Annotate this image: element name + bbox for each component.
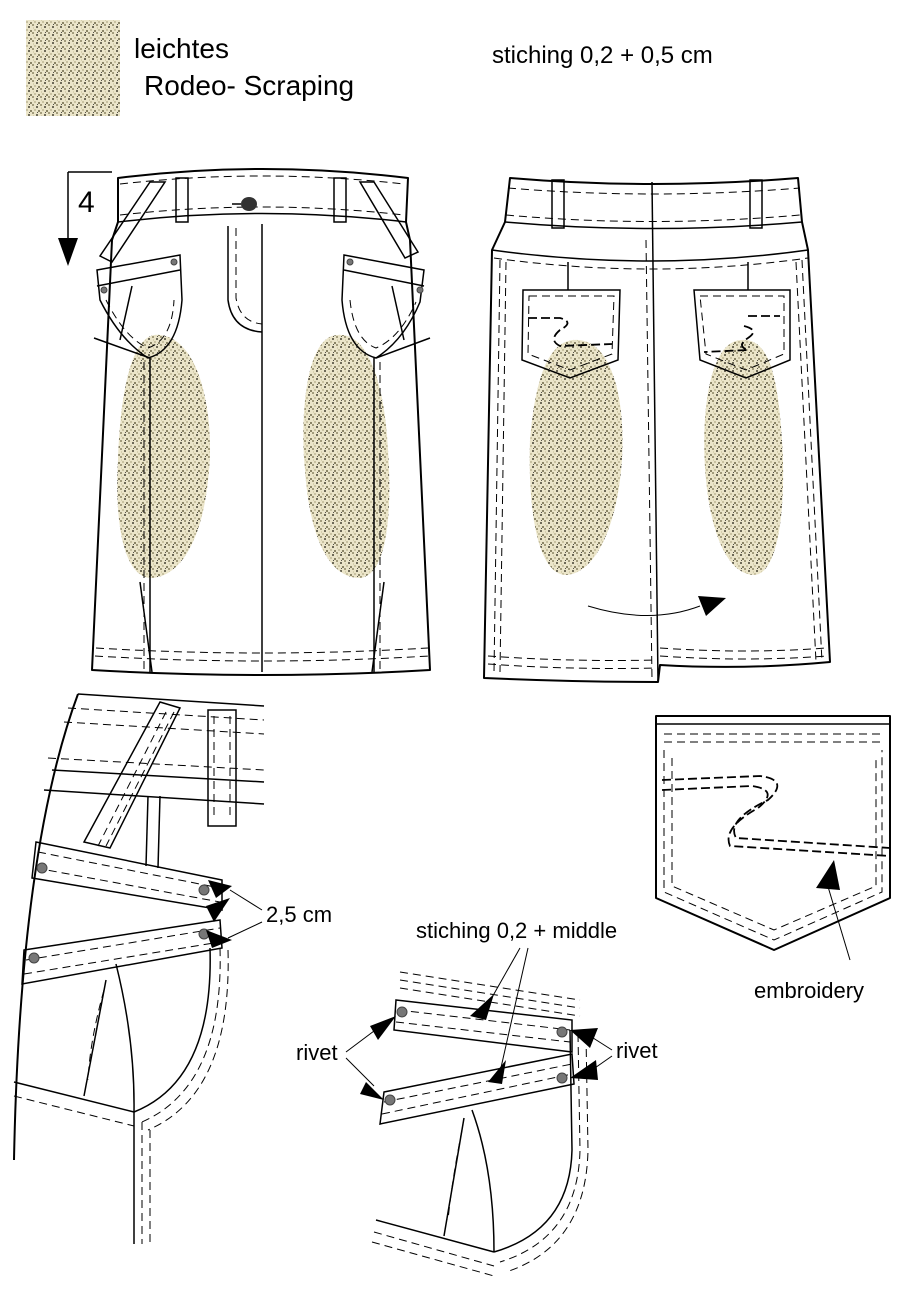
scraping-patch-back-right <box>704 339 784 575</box>
pocket-outline <box>655 715 891 951</box>
measure-arrow <box>208 880 232 898</box>
rivet <box>556 1026 568 1038</box>
slit-right <box>371 581 385 673</box>
length-arrow-head <box>58 238 78 266</box>
rivet-label-right: rivet <box>616 1038 658 1063</box>
fly <box>227 226 263 333</box>
rivet <box>100 286 108 294</box>
embroidery-label: embroidery <box>754 978 864 1003</box>
middle-strap-lower <box>379 1053 575 1125</box>
diagonal-strap-right <box>358 181 420 259</box>
rivet <box>416 286 424 294</box>
detail-pocket-curve <box>133 947 211 1113</box>
measure-arrow <box>206 930 232 948</box>
back-yoke <box>491 249 809 262</box>
detail-strap-lower <box>21 919 223 985</box>
rivet <box>346 258 354 266</box>
detail-side-seam <box>13 693 79 1161</box>
rivet <box>36 862 48 874</box>
skirt-back-view <box>483 177 831 683</box>
scraping-patch-left <box>117 334 211 578</box>
embroidery-stitch <box>661 775 891 849</box>
rivet-label-left: rivet <box>296 1040 338 1065</box>
rivet-arrow <box>570 1028 598 1048</box>
skirt-front-view: 4 <box>58 168 431 676</box>
rivet-arrow <box>360 1082 384 1100</box>
stitching-note: stiching 0,2 + 0,5 cm <box>492 42 713 69</box>
legend: leichtes Rodeo- Scraping <box>26 20 354 116</box>
detail-strap-upper <box>31 841 223 911</box>
rivet <box>556 1072 568 1084</box>
rivet <box>396 1006 408 1018</box>
slit-left <box>139 581 153 673</box>
legend-line-2: Rodeo- Scraping <box>144 70 354 101</box>
back-outline <box>483 177 831 683</box>
rivet <box>384 1094 396 1106</box>
front-waistband <box>117 212 407 223</box>
overlap-arrow <box>587 605 701 616</box>
scraping-swatch <box>26 20 120 116</box>
detail-stitching-closeup: stiching 0,2 + middle rivet rivet <box>296 918 658 1277</box>
rivet <box>170 258 178 266</box>
waist-button <box>241 197 257 211</box>
detail-belt-loop <box>207 709 237 827</box>
pocket-embroidery-right <box>703 315 780 353</box>
stitching-arrow <box>470 994 494 1020</box>
length-arrow-label: 4 <box>78 186 95 219</box>
rivet <box>198 884 210 896</box>
rivet-arrow <box>370 1016 396 1040</box>
rivet-arrow <box>570 1060 598 1080</box>
measure-label: 2,5 cm <box>266 902 332 927</box>
pocket-embroidery-left <box>528 317 613 347</box>
measure-arrow <box>206 898 230 922</box>
diagonal-strap-left <box>98 181 167 263</box>
back-pocket-detail: embroidery <box>655 715 891 1003</box>
overlap-arrow-head <box>698 596 726 616</box>
scraping-patch-back-left <box>529 339 623 575</box>
back-pocket-left <box>521 289 621 379</box>
scraping-patch-right <box>303 334 390 578</box>
belt-loop <box>175 177 189 223</box>
belt-loop <box>333 177 347 223</box>
front-outline <box>91 168 431 676</box>
stitching-middle-label: stiching 0,2 + middle <box>416 918 617 943</box>
rivet <box>28 952 40 964</box>
center-back-seam <box>651 181 659 683</box>
belt-loop <box>749 179 763 229</box>
detail-strap-closeup: 2,5 cm <box>13 693 332 1244</box>
belt-loop <box>551 179 565 229</box>
middle-strap-upper <box>393 999 573 1053</box>
detail-diagonal-strap <box>82 701 182 849</box>
legend-line-1: leichtes <box>134 33 229 64</box>
embroidery-arrow <box>816 860 840 890</box>
back-pocket-right <box>693 289 791 379</box>
